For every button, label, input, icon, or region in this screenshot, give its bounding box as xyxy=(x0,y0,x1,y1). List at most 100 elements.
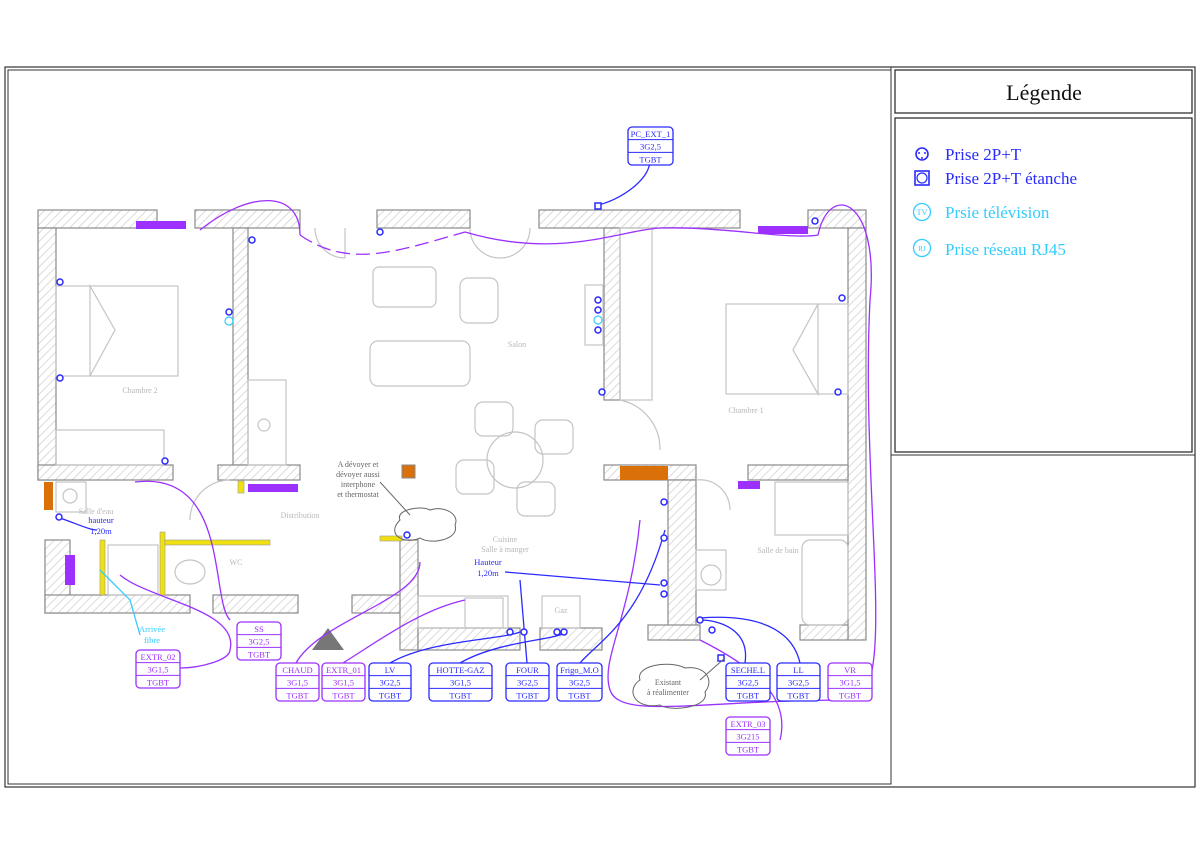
rj45-socket-icon xyxy=(224,316,234,326)
circuit-name: Frigo_M.O xyxy=(560,665,599,675)
room-label-salle-eau: Salle d'eau xyxy=(79,507,114,516)
tv-socket-icon xyxy=(593,315,603,325)
column xyxy=(401,464,416,479)
circuit-source: TGBT xyxy=(516,690,539,700)
legend-label: Prsie télévision xyxy=(945,203,1050,222)
legend-item-socket: Prise 2P+T xyxy=(915,145,1022,164)
circuit-cable: 3G2,5 xyxy=(737,678,758,688)
circuit-cable: 3G1,5 xyxy=(839,678,860,688)
legend-title-box xyxy=(894,69,1193,114)
circuit-name: HOTTE-GAZ xyxy=(436,665,484,675)
rj45-socket-icon xyxy=(912,238,932,258)
room-label-distribution: Distribution xyxy=(281,511,320,520)
circuit-cable: 3G2,5 xyxy=(788,678,809,688)
svg-text:1,20m: 1,20m xyxy=(90,526,112,536)
circuit-source: TGBT xyxy=(286,690,309,700)
circuit-source: TGBT xyxy=(737,690,760,700)
svg-text:dévoyer aussi: dévoyer aussi xyxy=(336,470,381,479)
circuit-cable: 3G1,5 xyxy=(287,678,308,688)
note-cloud xyxy=(394,507,457,542)
legend-label: Prise réseau RJ45 xyxy=(945,240,1066,259)
svg-text:TV: TV xyxy=(917,208,928,217)
note-leader xyxy=(379,481,411,516)
legend-item-rj45: RJ Prise réseau RJ45 xyxy=(912,238,1066,259)
circuit-source: TGBT xyxy=(248,649,271,659)
note-devoyer: A dévoyer et dévoyer aussi interphone et… xyxy=(336,460,381,499)
circuit-source: TGBT xyxy=(639,154,662,164)
room-label-wc: WC xyxy=(230,558,243,567)
svg-text:Hauteur: Hauteur xyxy=(474,557,502,567)
circuit-name: CHAUD xyxy=(282,665,312,675)
circuit-name: LV xyxy=(385,665,396,675)
circuit-name: FOUR xyxy=(516,665,539,675)
note-existant: Existant à réalimenter xyxy=(647,678,689,697)
legend-frame xyxy=(890,66,1196,456)
legend-item-waterproof-socket: Prise 2P+T étanche xyxy=(914,169,1077,188)
circuit-source: TGBT xyxy=(147,677,170,687)
circuit-wires xyxy=(59,159,877,741)
socket-icon xyxy=(915,147,929,161)
circuit-cable: 3G1,5 xyxy=(333,678,354,688)
circuit-labels: EXTR_023G1,5TGBTSS3G2,5TGBTCHAUD3G1,5TGB… xyxy=(135,126,873,756)
radiators xyxy=(65,221,808,585)
circuit-cable: 3G2,5 xyxy=(569,678,590,688)
svg-text:interphone: interphone xyxy=(341,480,376,489)
circuit-source: TGBT xyxy=(449,690,472,700)
sockets xyxy=(55,202,846,662)
circuit-source: TGBT xyxy=(737,744,760,754)
note-fibre: Arrivée fibre xyxy=(139,624,165,645)
circuit-source: TGBT xyxy=(787,690,810,700)
circuit-name: VR xyxy=(844,665,856,675)
circuit-cable: 3G215 xyxy=(736,732,759,742)
svg-text:et thermostat: et thermostat xyxy=(337,490,379,499)
svg-text:à réalimenter: à réalimenter xyxy=(647,688,689,697)
legend-label: Prise 2P+T xyxy=(945,145,1022,164)
circuit-cable: 3G2,5 xyxy=(517,678,538,688)
north-arrow-icon xyxy=(312,628,344,650)
room-label-salle-manger: Salle à manger xyxy=(481,545,529,554)
svg-text:A dévoyer et: A dévoyer et xyxy=(338,460,380,469)
svg-text:fibre: fibre xyxy=(144,635,160,645)
circuit-source: TGBT xyxy=(839,690,862,700)
circuit-cable: 3G1,5 xyxy=(147,665,168,675)
svg-text:RJ: RJ xyxy=(918,245,926,253)
partitions xyxy=(99,480,403,596)
room-label-chambre2: Chambre 2 xyxy=(122,386,157,395)
circuit-cable: 3G1,5 xyxy=(450,678,471,688)
circuit-name: LL xyxy=(793,665,803,675)
legend-label: Prise 2P+T étanche xyxy=(945,169,1077,188)
furniture xyxy=(55,227,849,629)
circuit-name: SS xyxy=(254,624,264,634)
kitchen-duct xyxy=(620,466,668,480)
tv-socket-icon xyxy=(912,202,932,222)
existant-cloud xyxy=(632,663,710,709)
note-leader xyxy=(699,657,726,681)
note-hauteur-cuisine: Hauteur 1,20m xyxy=(474,557,502,578)
legend-title: Légende xyxy=(1006,80,1082,105)
circuit-cable: 3G2,5 xyxy=(379,678,400,688)
legend-box xyxy=(894,117,1193,453)
room-label-chambre1: Chambre 1 xyxy=(728,406,763,415)
circuit-name: EXTR_02 xyxy=(141,652,176,662)
legend-item-tv: TV Prsie télévision xyxy=(912,202,1050,222)
circuit-name: EXTR_03 xyxy=(731,719,766,729)
walls xyxy=(37,209,867,651)
circuit-name: SECHE.L xyxy=(731,665,765,675)
room-label-salon: Salon xyxy=(508,340,526,349)
room-label-cuisine: Cuisine xyxy=(493,535,518,544)
circuit-name: EXTR_01 xyxy=(326,665,361,675)
